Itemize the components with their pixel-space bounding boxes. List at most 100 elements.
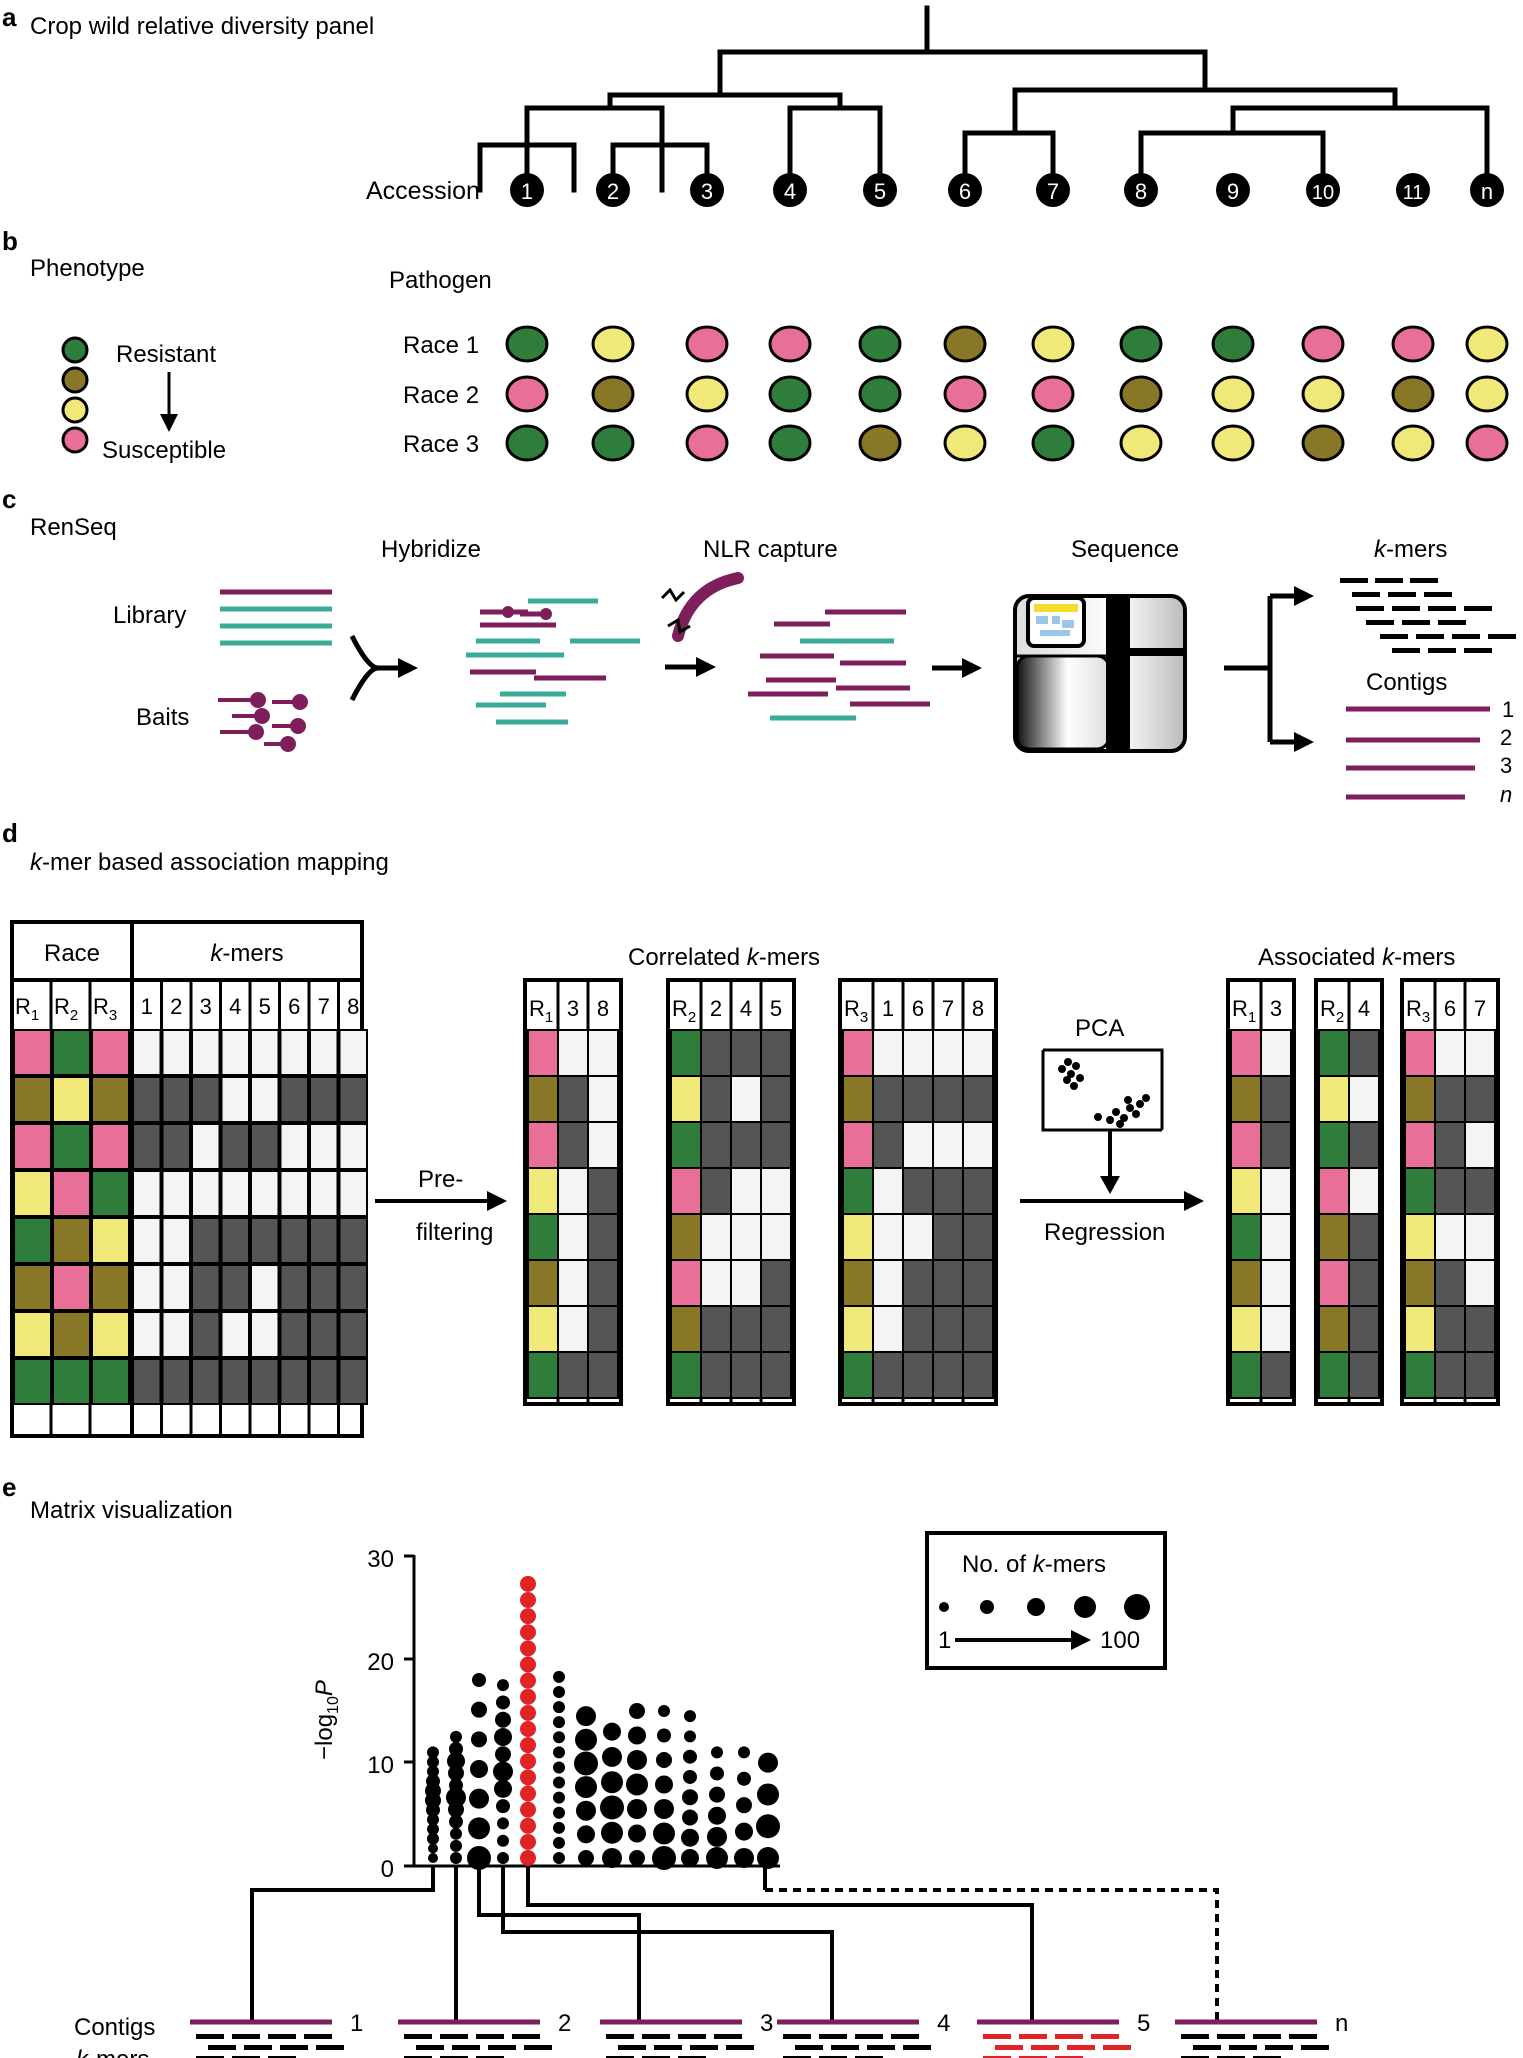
race-cell [527,1075,559,1123]
accession-number: 8 [1135,179,1147,204]
kmer-cell [1434,1167,1466,1215]
panel-b-title: Phenotype [30,255,145,282]
race-cell [1230,1213,1262,1261]
bait-molecules [218,692,308,752]
kmer-cell [1260,1075,1292,1123]
kmer-bubble [709,1786,725,1803]
kmer-bubble [601,1821,623,1844]
kmer-bubble [520,1640,536,1657]
accession-node: 1 [510,173,544,207]
kmer-cell [1348,1121,1380,1169]
kmer-col-header: 6 [1444,996,1456,1021]
flow-arrow-icon [932,658,982,678]
race-cell [13,1264,52,1311]
legend-max: 100 [1100,1627,1140,1654]
associated-title: Associated k-mers [1258,944,1455,971]
magnet-bait-icon [660,572,744,677]
kmer-bubble [710,1766,724,1781]
race-cell [842,1075,874,1123]
kmer-bubble [575,1776,597,1799]
contig-number: 4 [937,2010,950,2037]
bubble-column [520,1575,536,1866]
kmer-cell [1348,1259,1380,1307]
kmer-cell [1464,1305,1496,1353]
race-cell [1318,1167,1350,1215]
kmer-cell [760,1167,792,1215]
kmer-cell [730,1167,762,1215]
kmer-cell [700,1213,732,1261]
contig-block: 4 [777,2010,950,2058]
kmer-col-header: 7 [942,996,954,1021]
kmer-bubble [576,1706,596,1727]
kmer-cell [557,1305,589,1353]
kmer-cell [902,1029,934,1077]
kmer-cell [132,1358,162,1405]
contig-number: n [1500,782,1512,807]
kmer-bubble [684,1730,696,1743]
kmer-cell [220,1217,250,1264]
pca-axes [1041,1050,1162,1132]
kmer-col-header: 3 [1270,996,1282,1021]
contig-block: 5 [977,2010,1150,2058]
kmer-cell [932,1029,964,1077]
race-cell [842,1167,874,1215]
kmer-bubble [626,1773,648,1796]
kmer-cell [1348,1305,1380,1353]
kmer-bubble [683,1769,697,1784]
kmer-cell [1434,1351,1466,1399]
kmer-cell [1464,1029,1496,1077]
race-cell [1404,1167,1436,1215]
panel-d-letter: d [2,818,18,848]
branch-arrows-icon [1224,586,1314,752]
y-tick-label: 0 [381,1856,394,1883]
kmer-bubble [472,1673,486,1687]
race-col-header: R1 [15,994,39,1024]
race-cell [1230,1351,1262,1399]
kmer-bubble [450,1852,462,1864]
kmer-col-header: 4 [229,994,241,1019]
race-cell [1318,1351,1350,1399]
kmer-bubble [520,1592,536,1609]
kmer-bubble [627,1799,647,1819]
race-col-header: R3 [844,996,868,1026]
panel-c: c RenSeq Library Baits Hybridize [2,484,1516,807]
kmer-bubble [652,1846,676,1870]
kmer-col-header: 6 [288,994,300,1019]
kmer-col-header: 2 [170,994,182,1019]
kmer-cell [309,1217,339,1264]
accession-node: 6 [948,173,982,207]
kmer-col-header: 7 [318,994,330,1019]
kmer-cell [760,1075,792,1123]
kmers-label: k-mers [1374,536,1447,563]
pca-plot: PCA Regression [1020,1015,1204,1246]
phenotype-dot [1119,325,1163,363]
kmer-bubble [495,1746,511,1763]
kmer-cell [932,1121,964,1169]
accession-number: n [1481,179,1493,204]
kmer-cell [587,1259,619,1307]
kmer-col-header: 1 [882,996,894,1021]
kmer-bubble [520,1575,536,1592]
kmer-bubble [468,1817,490,1840]
kmer-cell [191,1123,221,1170]
kmer-bubble [520,1721,536,1738]
kmer-bubble [520,1656,536,1673]
race-cell [670,1213,702,1261]
kmer-cell [587,1121,619,1169]
legend-swatch-intermediate [61,396,89,424]
kmer-cell [1260,1029,1292,1077]
library-label: Library [113,602,186,629]
phenotype-dot [1211,325,1255,363]
panel-b-letter: b [2,226,18,256]
contig-number: 1 [350,2010,363,2037]
kmer-cell [730,1029,762,1077]
race-col-header: R3 [1406,996,1430,1026]
kmer-bubble [655,1775,673,1794]
kmer-cell [587,1213,619,1261]
kmer-cell [962,1121,994,1169]
race-cell [91,1264,130,1311]
